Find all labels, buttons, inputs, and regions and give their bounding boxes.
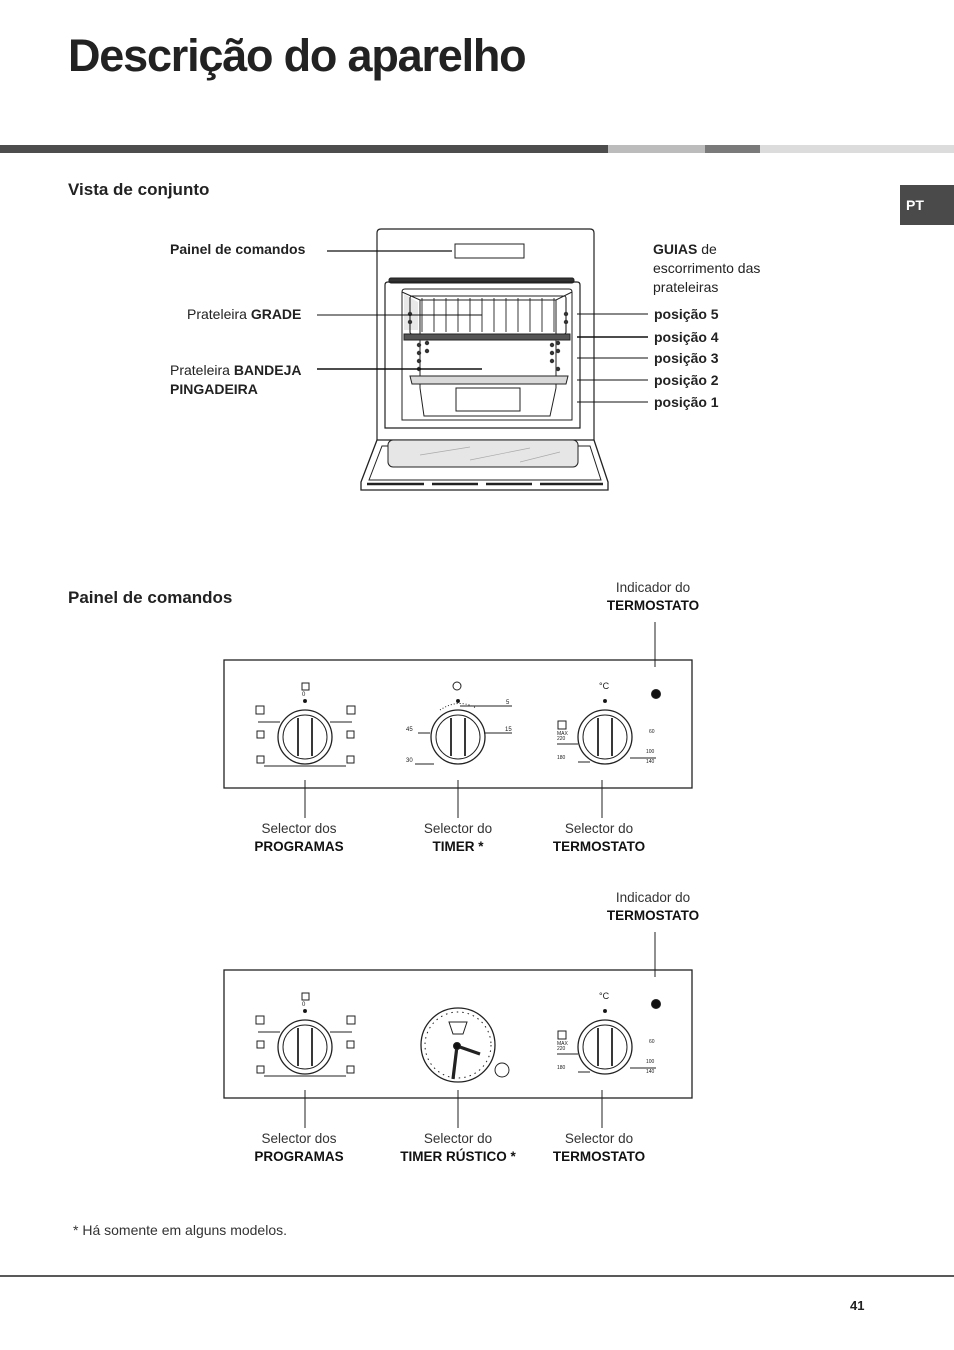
label-position-2: posição 2 — [654, 372, 719, 388]
panel-heading: Painel de comandos — [68, 588, 233, 607]
thermo-mark-60-1: 60 — [649, 729, 655, 735]
timer-mark-15: 15 — [505, 727, 512, 733]
control-panel-2 — [223, 932, 693, 1128]
timer-mark-5: 5 — [506, 700, 510, 706]
programs-knob-1 — [255, 682, 356, 767]
thermo-mark-180-1: 180 — [557, 755, 566, 761]
label-position-1: posição 1 — [654, 394, 719, 410]
thermo-mark-220-2: 220 — [557, 1046, 566, 1052]
control-panel-1 — [223, 622, 693, 818]
label-position-3: posição 3 — [654, 350, 719, 366]
thermostat-knob-2 — [557, 1009, 656, 1075]
label-guides: GUIAS de escorrimento das prateleiras — [653, 241, 761, 295]
label-rack: Prateleira GRADE — [187, 306, 302, 322]
programs-zero-mark-2: 0 — [302, 1002, 306, 1008]
celsius-symbol-1: °C — [599, 681, 610, 691]
rustic-timer-clock — [420, 1007, 510, 1083]
programs-zero-mark-1: 0 — [302, 692, 306, 698]
timer-knob-1 — [415, 681, 512, 765]
thermo-mark-max-1: MAX — [557, 731, 568, 737]
thermostat-knob-1 — [557, 699, 656, 765]
thermo-mark-100-2: 100 — [646, 1059, 655, 1065]
timer-mark-30: 30 — [406, 758, 413, 764]
label-position-5: posição 5 — [654, 306, 719, 322]
label-control-panel: Painel de comandos — [170, 241, 306, 257]
thermo-mark-140-2: 140 — [646, 1069, 655, 1075]
label-drip-tray: Prateleira BANDEJA PINGADEIRA — [170, 362, 302, 397]
footnote: * Há somente em alguns modelos. — [73, 1222, 287, 1238]
control-panel-window — [454, 243, 525, 259]
oven-drawing — [360, 228, 609, 491]
label-position-4: posição 4 — [654, 329, 719, 345]
thermo-mark-60-2: 60 — [649, 1039, 655, 1045]
thermo-mark-max-2: MAX — [557, 1041, 568, 1047]
timer-mark-45: 45 — [406, 727, 413, 733]
language-tab[interactable]: PT — [900, 185, 954, 225]
thermo-mark-180-2: 180 — [557, 1065, 566, 1071]
oven-leader-lines — [317, 250, 648, 403]
header-bar-mid — [705, 145, 760, 153]
celsius-symbol-2: °C — [599, 991, 610, 1001]
header-bar-pale — [760, 145, 954, 153]
programs-knob-2 — [255, 992, 356, 1077]
overview-heading: Vista de conjunto — [68, 180, 210, 199]
header-bar-dark — [0, 145, 608, 153]
thermo-mark-100-1: 100 — [646, 749, 655, 755]
thermo-mark-220-1: 220 — [557, 736, 566, 742]
page-title: Descrição do aparelho — [68, 30, 527, 81]
page-number: 41 — [850, 1298, 865, 1313]
header-bar-light — [608, 145, 705, 153]
thermo-mark-140-1: 140 — [646, 759, 655, 765]
